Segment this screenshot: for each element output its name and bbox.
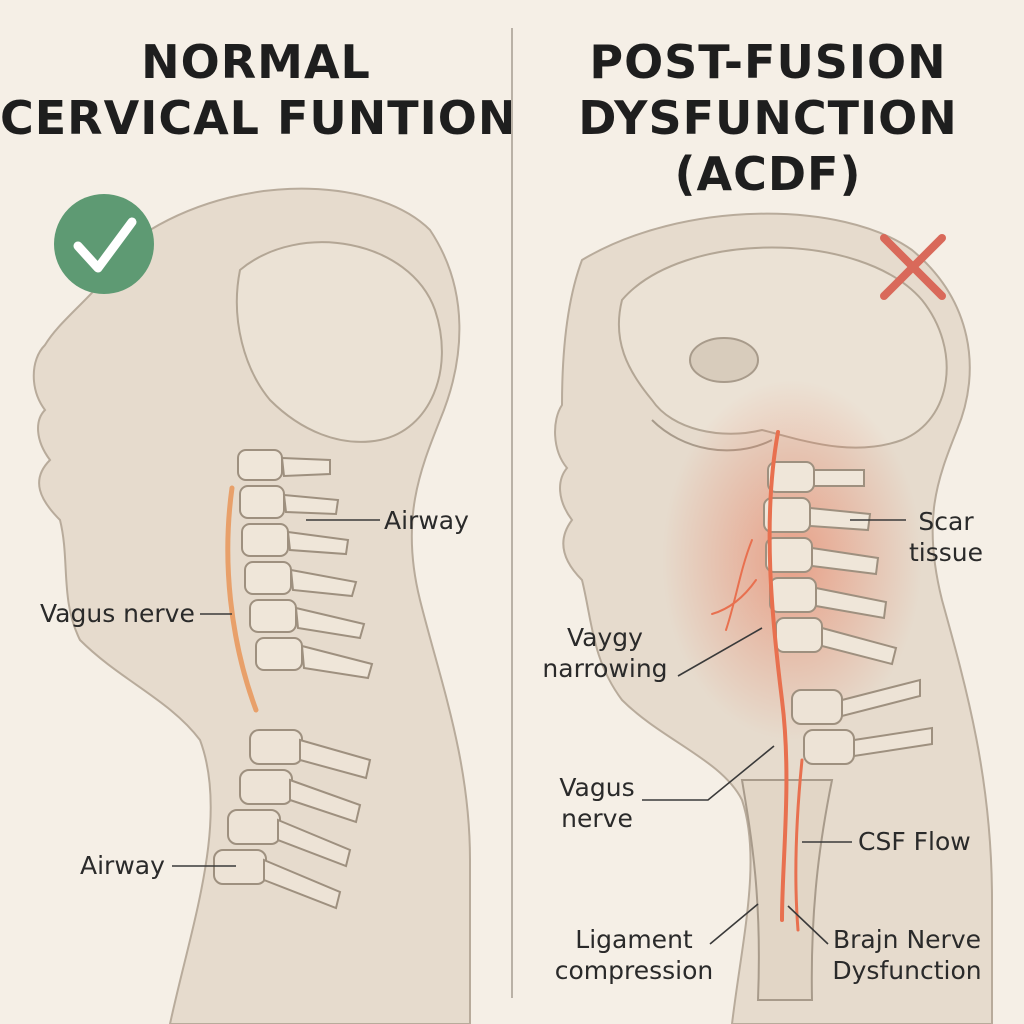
skull-outline — [235, 241, 443, 443]
post-fusion-panel: POST-FUSION DYSFUNCTION (ACDF) Scar tiss… — [512, 0, 1024, 1024]
eye-socket — [689, 337, 759, 383]
label-scar-tissue: Scar tissue — [898, 506, 994, 568]
leader-vaygy-narrowing — [677, 627, 763, 677]
label-line: Vaygy — [567, 623, 643, 652]
label-airway-lower: Airway — [80, 851, 165, 880]
csf-flow-line — [794, 758, 804, 932]
label-ligament-compression: Ligament compression — [548, 924, 720, 986]
lower-vertebrae — [791, 678, 933, 765]
normal-function-panel: NORMAL CERVICAL FUNTION Airway Vagus ner… — [0, 34, 512, 1024]
label-line: Dysfunction — [832, 956, 982, 985]
label-vaygy-narrowing: Vaygy narrowing — [538, 622, 672, 684]
label-line: Ligament — [575, 925, 693, 954]
label-airway-upper: Airway — [384, 506, 469, 535]
title-line: CERVICAL FUNTION — [0, 91, 512, 145]
vagus-nerve-line — [767, 430, 789, 922]
nerve-branch — [711, 579, 757, 615]
label-line: Vagus — [559, 773, 635, 802]
label-line: nerve — [561, 804, 633, 833]
label-line: narrowing — [542, 654, 668, 683]
label-line: Brajn Nerve — [832, 925, 982, 954]
lower-vertebrae — [213, 729, 372, 910]
title-line: NORMAL — [141, 35, 371, 89]
normal-neck-illustration — [32, 187, 471, 1024]
normal-function-title: NORMAL CERVICAL FUNTION — [0, 34, 512, 146]
leader-ligament — [709, 903, 759, 945]
check-icon — [54, 194, 154, 294]
title-line: (ACDF) — [674, 147, 862, 201]
leader-brain-nerve — [787, 905, 829, 945]
cross-icon — [880, 234, 946, 300]
vagus-nerve-line — [225, 485, 259, 713]
post-fusion-title: POST-FUSION DYSFUNCTION (ACDF) — [512, 34, 1024, 202]
throat-structure — [740, 779, 834, 1001]
label-vagus-nerve: Vagus nerve — [552, 772, 642, 834]
label-brain-nerve-dysfunction: Brajn Nerve Dysfunction — [822, 924, 992, 986]
label-line: compression — [554, 956, 714, 985]
label-csf-flow: CSF Flow — [858, 827, 971, 856]
leader-vagus-nerve — [642, 745, 775, 801]
label-vagus-nerve: Vagus nerve — [40, 599, 195, 628]
nerve-branch — [725, 539, 753, 631]
label-line: tissue — [908, 538, 984, 567]
title-line: DYSFUNCTION — [578, 91, 958, 145]
title-line: POST-FUSION — [589, 35, 947, 89]
label-line: Scar — [918, 507, 974, 536]
panel-divider — [511, 28, 513, 998]
post-fusion-neck-illustration — [554, 212, 993, 1024]
cervical-vertebrae — [237, 449, 374, 680]
fused-vertebrae — [763, 461, 898, 666]
